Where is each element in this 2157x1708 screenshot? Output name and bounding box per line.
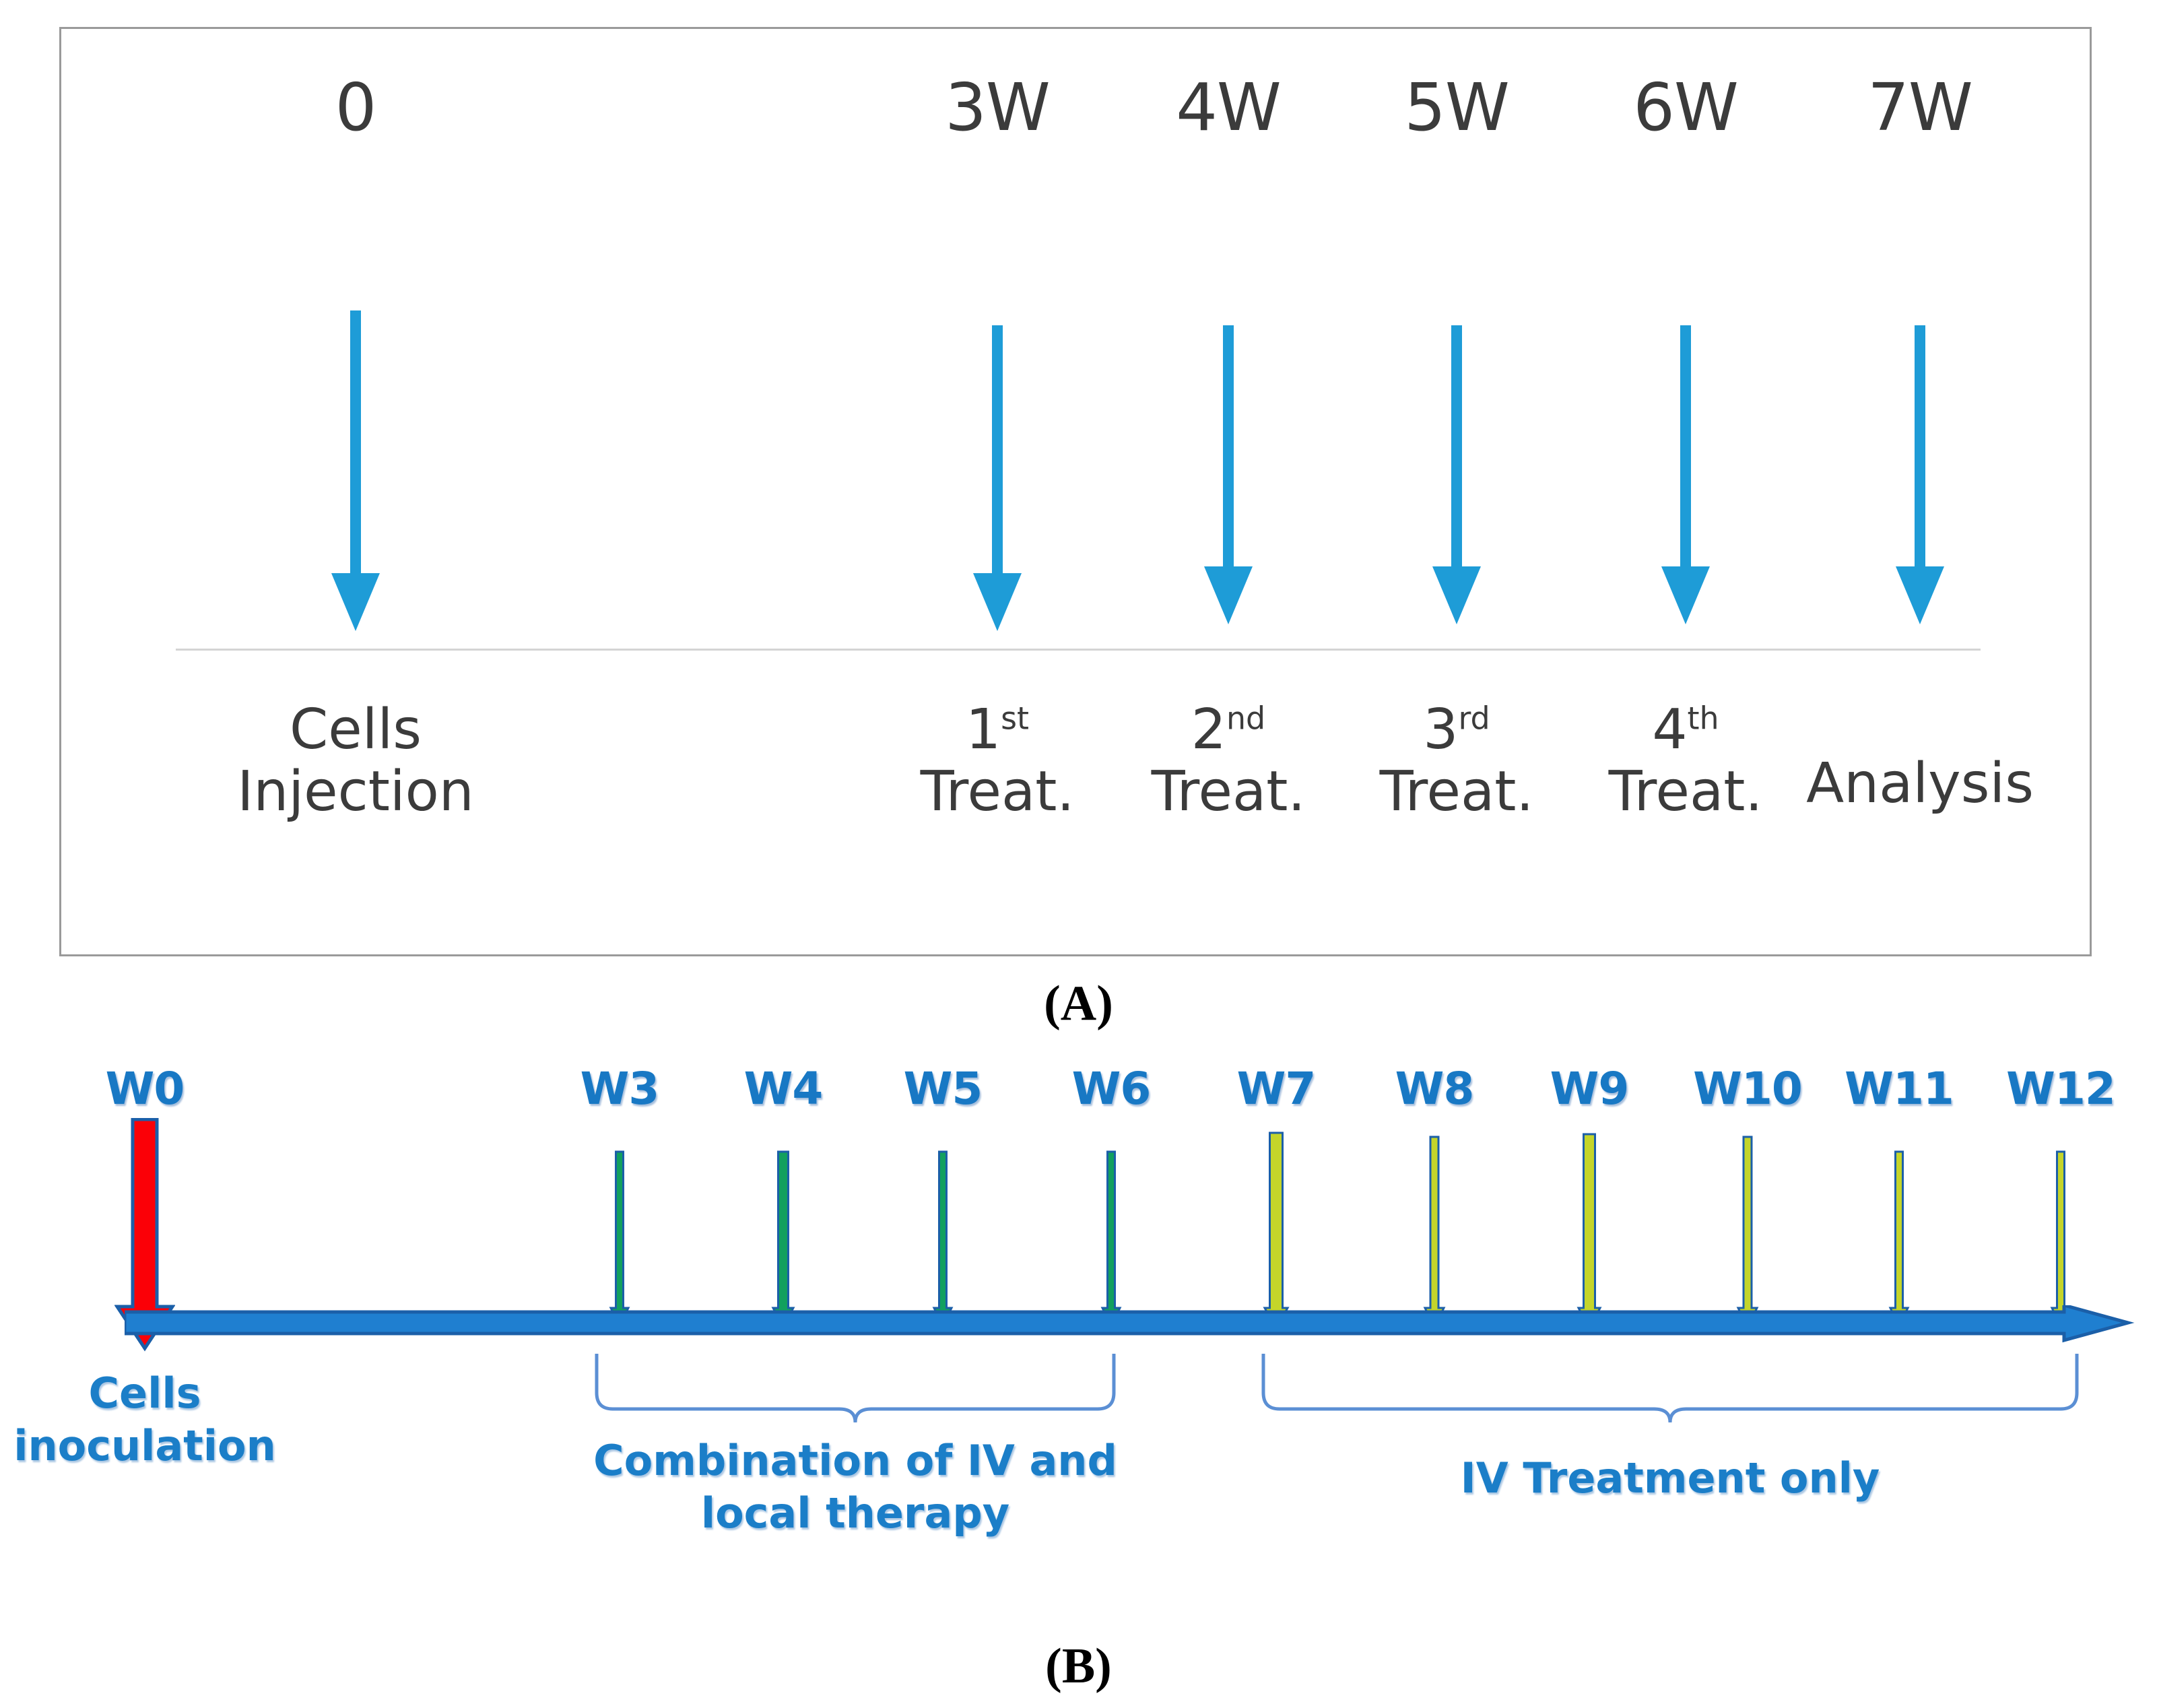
panel-b-down-arrow xyxy=(932,1150,954,1328)
phase-brace xyxy=(1261,1354,2079,1423)
panel-b-week-label: W9 xyxy=(1550,1063,1630,1115)
panel-b-week-label: W12 xyxy=(2006,1063,2116,1115)
panel-a-down-arrow xyxy=(1661,325,1710,624)
panel-a-down-arrow xyxy=(331,310,380,631)
panel-b-down-arrow xyxy=(1100,1150,1122,1328)
panel-b-down-arrow xyxy=(771,1150,795,1329)
panel-a-week-label: 4W xyxy=(1176,69,1282,145)
panel-b-week-label: W0 xyxy=(105,1063,185,1115)
panel-a-event-label: Analysis xyxy=(1806,752,2034,816)
panel-b-down-arrow xyxy=(1423,1136,1446,1329)
panel-a-divider xyxy=(176,649,1981,651)
panel-a-caption: (A) xyxy=(1044,976,1113,1031)
panel-b-week-label: W4 xyxy=(743,1063,824,1115)
panel-b-week-label: W11 xyxy=(1845,1063,1954,1115)
panel-b-week-label: W5 xyxy=(903,1063,983,1115)
panel-a-down-arrow xyxy=(1896,325,1944,624)
panel-b-caption: (B) xyxy=(1045,1639,1112,1694)
panel-b-week-label: W10 xyxy=(1693,1063,1803,1115)
panel-a-week-label: 0 xyxy=(335,69,377,145)
panel-a-down-arrow xyxy=(973,325,1022,631)
timeline-axis-arrow xyxy=(125,1305,2135,1343)
panel-b-down-arrow xyxy=(1736,1136,1759,1329)
panel-a-week-label: 5W xyxy=(1404,69,1510,145)
panel-b-down-arrow xyxy=(1263,1131,1290,1331)
phase-brace xyxy=(595,1354,1116,1423)
panel-b-week-label: W7 xyxy=(1236,1063,1317,1115)
panel-b-down-arrow xyxy=(609,1150,630,1328)
panel-a-week-label: 3W xyxy=(945,69,1051,145)
panel-b-down-arrow xyxy=(2050,1150,2071,1328)
panel-b-week-label: W8 xyxy=(1395,1063,1475,1115)
panel-a-week-label: 7W xyxy=(1867,69,1973,145)
panel-b-week-label: W6 xyxy=(1071,1063,1152,1115)
panel-b-down-arrow xyxy=(1888,1150,1910,1328)
panel-b-down-arrow xyxy=(1577,1133,1602,1331)
phase-label: IV Treatment only xyxy=(1460,1453,1880,1503)
panel-a-down-arrow xyxy=(1432,325,1481,624)
panel-b-week-label: W3 xyxy=(580,1063,660,1115)
panel-a-week-label: 6W xyxy=(1633,69,1739,145)
panel-a-down-arrow xyxy=(1204,325,1253,624)
